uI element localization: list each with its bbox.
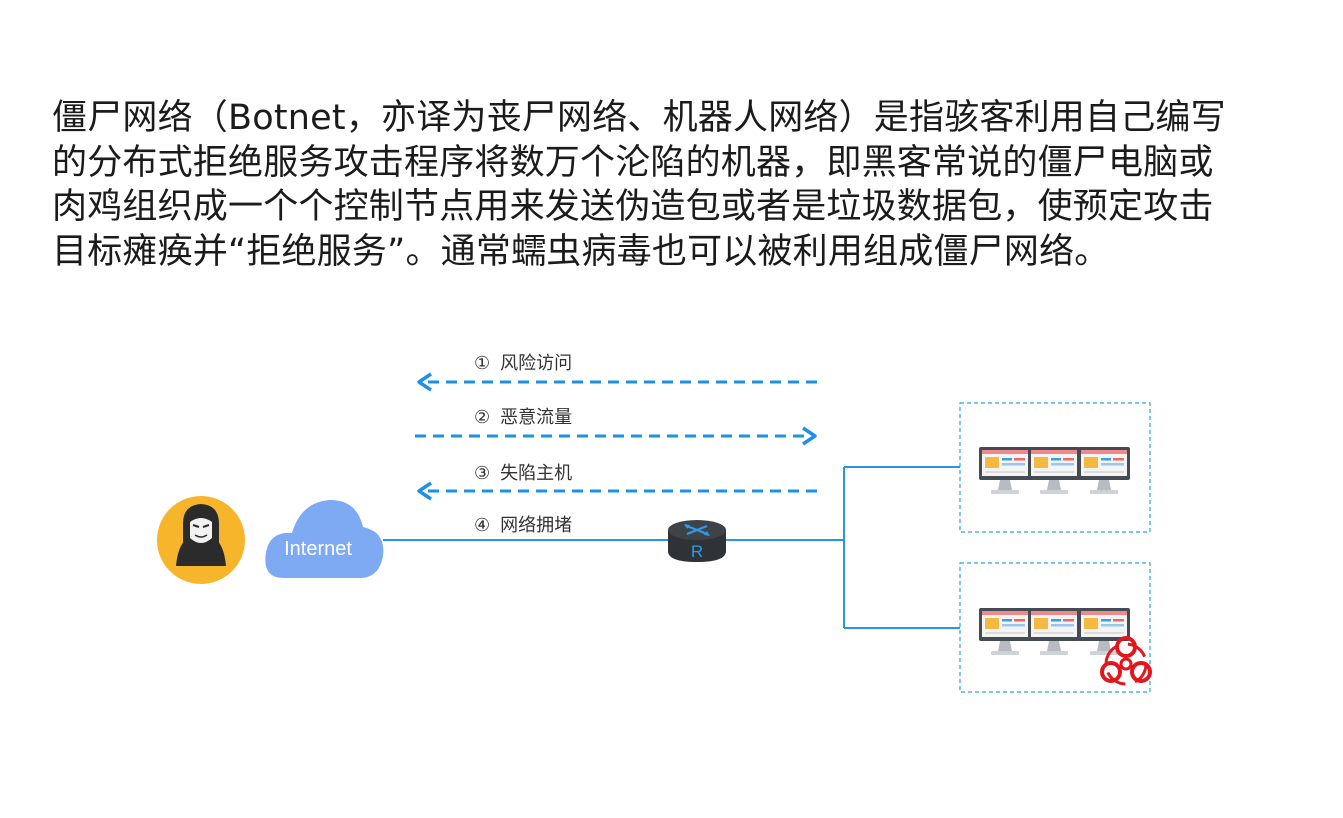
step-3-number: ③ <box>474 463 491 484</box>
paragraph-line-2: 的分布式拒绝服务攻击程序将数万个沦陷的机器，即黑客常说的僵尸电脑或 <box>52 142 1214 183</box>
computer-icon <box>979 608 1031 655</box>
arrow-step-3 <box>417 481 817 501</box>
router-icon: R <box>668 520 726 562</box>
step-2-label: ② 恶意流量 <box>474 403 572 429</box>
step-3-text: 失陷主机 <box>500 463 573 484</box>
computer-icon <box>1078 608 1130 655</box>
paragraph-line-3: 肉鸡组织成一个个控制节点用来发送伪造包或者是垃圾数据包，使预定攻击 <box>52 187 1214 227</box>
step-2-number: ② <box>474 407 491 428</box>
computer-icon <box>1028 447 1080 494</box>
paragraph-line-1: 僵尸网络（Botnet，亦译为丧尸网络、机器人网络）是指骇客利用自己编写 <box>52 98 1226 138</box>
arrow-step-2 <box>415 426 817 446</box>
computer-icon <box>979 447 1031 494</box>
step-1-text: 风险访问 <box>500 353 573 374</box>
step-1-number: ① <box>474 353 491 374</box>
step-3-label: ③ 失陷主机 <box>474 459 572 485</box>
paragraph-line-4: 目标瘫痪并“拒绝服务”。通常蠕虫病毒也可以被利用组成僵尸网络。 <box>52 231 1110 272</box>
step-2-text: 恶意流量 <box>500 407 573 428</box>
host-group-normal <box>959 402 1151 533</box>
computer-icon <box>1028 608 1080 655</box>
step-1-label: ① 风险访问 <box>474 349 572 375</box>
internet-label: Internet <box>284 538 352 560</box>
biohazard-icon <box>1100 636 1152 686</box>
host-group-infected <box>959 562 1152 693</box>
hacker-icon <box>157 496 245 584</box>
network-links <box>383 466 960 629</box>
computer-icon <box>1078 447 1130 494</box>
router-label: R <box>691 542 703 561</box>
description-paragraph: 僵尸网络（Botnet，亦译为丧尸网络、机器人网络）是指骇客利用自己编写 的分布… <box>52 96 1282 274</box>
internet-cloud: Internet <box>265 500 384 578</box>
step-4-label: ④ 网络拥堵 <box>474 511 572 537</box>
step-4-text: 网络拥堵 <box>500 515 573 536</box>
arrow-step-1 <box>417 372 817 392</box>
step-4-number: ④ <box>474 515 491 536</box>
